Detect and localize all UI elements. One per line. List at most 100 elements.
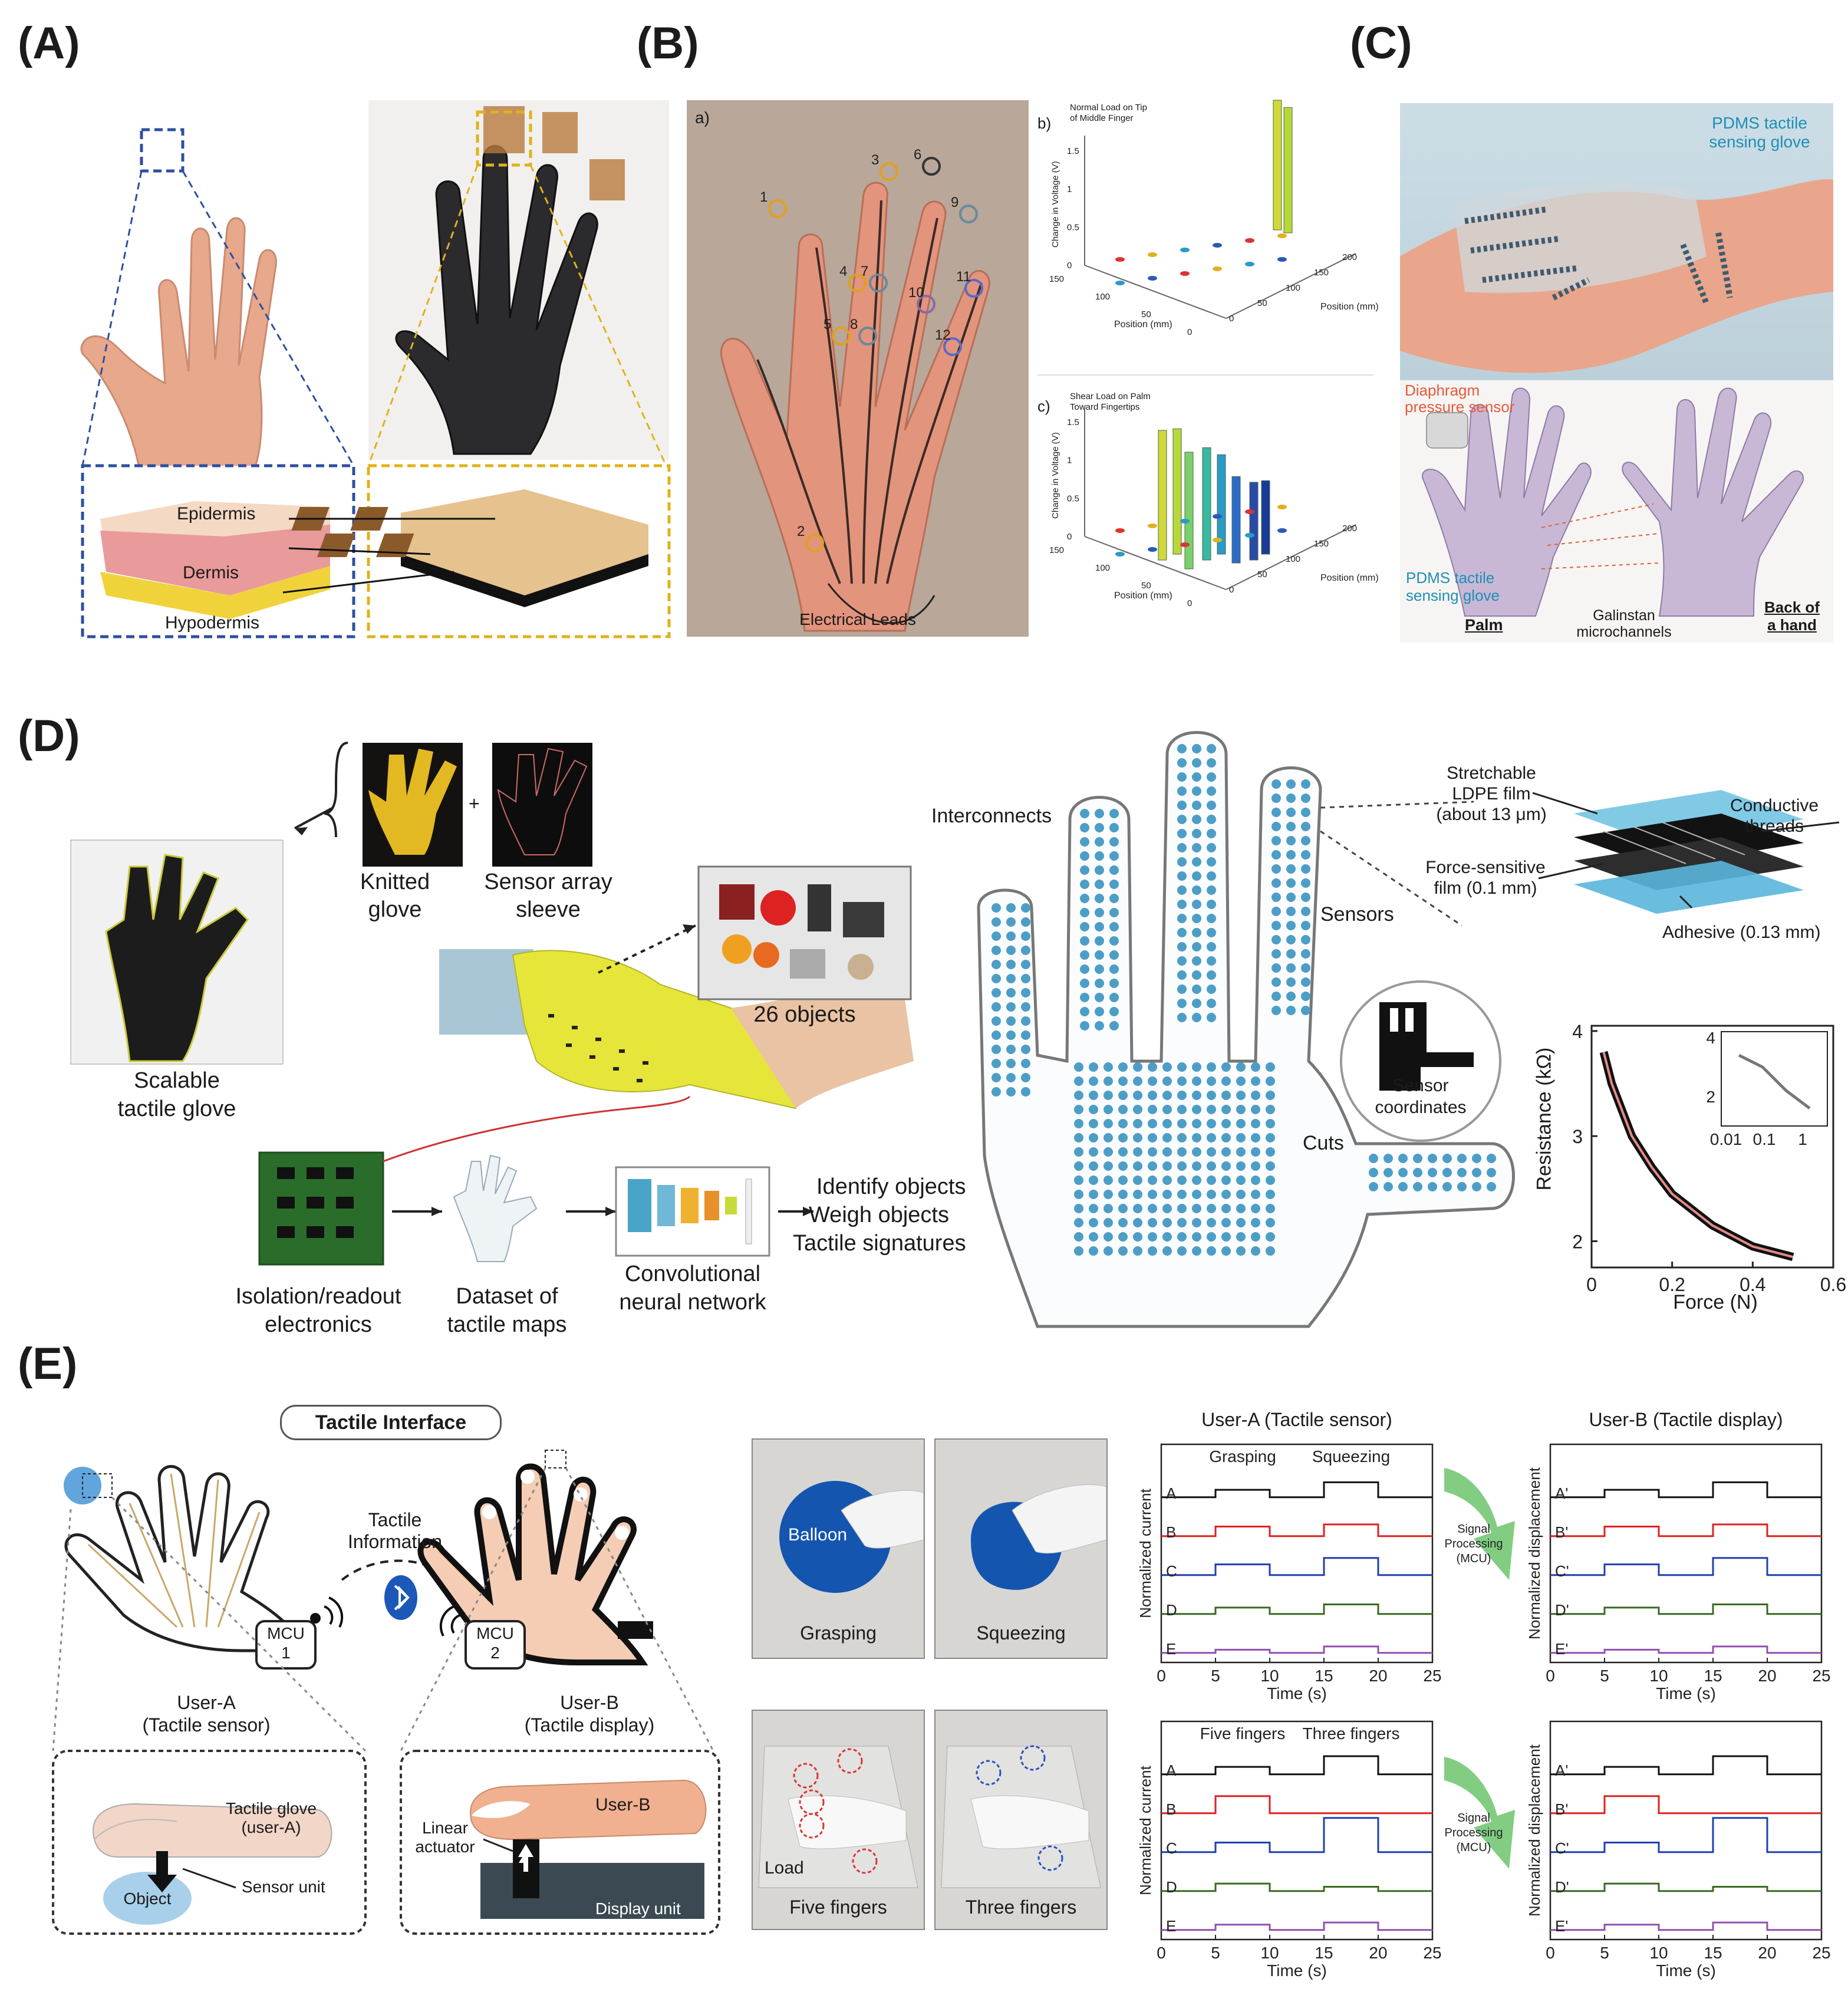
- sensor-dot: [1074, 1076, 1083, 1086]
- inset-y-tick: 4: [1706, 1029, 1715, 1047]
- z-tick: 150: [1314, 268, 1329, 278]
- sensor-dot: [1133, 1204, 1142, 1213]
- sensor-dot: [1369, 1154, 1378, 1163]
- sensor-dot: [1080, 1021, 1089, 1030]
- sensor-dot: [1207, 956, 1216, 966]
- sensor-dot: [1251, 1133, 1260, 1142]
- bar: [1283, 107, 1293, 233]
- sensor-dot: [1192, 1161, 1201, 1171]
- sensor-dot: [1271, 779, 1281, 789]
- sensor-dot: [1442, 1154, 1452, 1163]
- sensor-dot: [1236, 1190, 1246, 1199]
- z-axis: [1226, 253, 1356, 319]
- sensor-dot: [1177, 999, 1187, 1008]
- signal-trace: [1550, 1795, 1821, 1815]
- sensor-dot: [1251, 1147, 1260, 1157]
- x-tick: 0: [1187, 598, 1192, 608]
- sensor-dot: [991, 1045, 1001, 1054]
- y-axis-label: Change in Voltage (V): [1050, 161, 1060, 248]
- sensor-dot: [1148, 1161, 1157, 1171]
- sensor-dot: [1192, 801, 1201, 810]
- objects-label: 26 objects: [753, 1002, 856, 1027]
- zoom-box-yellow: [476, 110, 532, 167]
- sensor-dot: [1442, 1168, 1452, 1177]
- sensor-dot: [1080, 880, 1089, 889]
- sensor-number: 6: [914, 147, 921, 163]
- sensor-dot: [1118, 1232, 1128, 1242]
- sensor-dot: [1301, 907, 1310, 916]
- signal-processing-l1: Signal: [1457, 1523, 1490, 1536]
- sensor-dot: [1207, 786, 1216, 796]
- z-tick: 100: [1286, 283, 1300, 293]
- sensor-marker: [848, 274, 867, 292]
- sensor-dot: [1192, 942, 1201, 951]
- sensor-dot: [1428, 1168, 1437, 1177]
- sensor-dot: [1207, 744, 1216, 753]
- sensor-dot: [1133, 1246, 1142, 1256]
- panel-d-label: (D): [18, 711, 80, 761]
- mcu1-l1: MCU: [267, 1624, 305, 1642]
- sensor-dot: [1457, 1154, 1467, 1163]
- output-identify: Identify objects: [816, 1174, 966, 1199]
- sensor-dot: [1192, 1105, 1201, 1114]
- sensor-dot: [1487, 1182, 1496, 1191]
- signal-plot-frame: [1549, 1720, 1823, 1941]
- sensor-dot: [1266, 1246, 1275, 1256]
- sensor-dot: [1133, 1105, 1142, 1114]
- sensor-dot: [1089, 1218, 1098, 1227]
- sensor-dot: [1074, 1147, 1083, 1157]
- sensor-dot: [1095, 936, 1104, 946]
- panel-a-label: (A): [18, 18, 80, 68]
- sensor-dot: [1192, 843, 1201, 852]
- sensor-dot: [1192, 758, 1201, 768]
- sensor-dot: [1221, 1091, 1231, 1100]
- sensor-dot: [1021, 917, 1030, 927]
- sensor-dot: [1080, 894, 1089, 903]
- sensor-dot: [1162, 1232, 1172, 1242]
- channel-label: B': [1555, 1800, 1568, 1818]
- tactile-interface-box: Tactile Interface: [280, 1405, 502, 1440]
- sensor-dot: [1080, 865, 1089, 875]
- sensor-dot: [1221, 1204, 1231, 1213]
- zoom-box-blue: [140, 128, 185, 173]
- palm-label: Palm: [1465, 616, 1503, 634]
- event-label: Squeezing: [1312, 1447, 1390, 1466]
- sensor-dot: [1006, 960, 1016, 969]
- sensor-dot: [1095, 950, 1104, 960]
- signal-trace: [1550, 1523, 1821, 1537]
- sensor-dot: [991, 1087, 1001, 1097]
- sensor-dot: [1095, 908, 1104, 917]
- sensor-coordinates-l2: coordinates: [1375, 1098, 1467, 1117]
- mcu1-l2: 1: [281, 1644, 291, 1662]
- sensor-dot: [1271, 893, 1281, 902]
- sensor-dot: [1221, 1176, 1231, 1185]
- balloon-label: Balloon: [788, 1525, 848, 1545]
- sensor-dot: [1207, 1013, 1216, 1022]
- handshake-photo: PDMS tactile sensing glove: [1400, 103, 1833, 380]
- hypodermis-label: Hypodermis: [165, 613, 260, 633]
- channel-label: C': [1555, 1562, 1569, 1580]
- sensor-dot: [1080, 950, 1089, 960]
- sensor-marker: [959, 205, 978, 223]
- sensor-dot: [1207, 1119, 1216, 1128]
- mcu2-l1: MCU: [476, 1624, 514, 1642]
- sensor-dot: [1286, 864, 1296, 874]
- x-tick-label: 0.6: [1820, 1274, 1846, 1295]
- sensor-dot: [1074, 1218, 1083, 1227]
- sensor-dot: [991, 974, 1001, 983]
- signal-processing-l1: Signal: [1457, 1812, 1490, 1825]
- channel-label: D: [1166, 1878, 1177, 1896]
- z-tick: 0: [1229, 585, 1234, 595]
- x-tick-label: 25: [1812, 1944, 1830, 1962]
- sensor-dot: [1398, 1182, 1408, 1191]
- sensor-dot: [1095, 851, 1104, 861]
- sensor-dot: [1271, 992, 1281, 1001]
- sensor-dot: [1251, 1062, 1260, 1072]
- sensor-dot: [991, 903, 1001, 913]
- sensor-dot: [1207, 1091, 1216, 1100]
- channel-label: C: [1166, 1562, 1177, 1580]
- scalable-glove-l1: Scalable: [134, 1068, 220, 1093]
- contact-marker: [1180, 271, 1190, 276]
- sensor-dot: [1236, 1062, 1246, 1072]
